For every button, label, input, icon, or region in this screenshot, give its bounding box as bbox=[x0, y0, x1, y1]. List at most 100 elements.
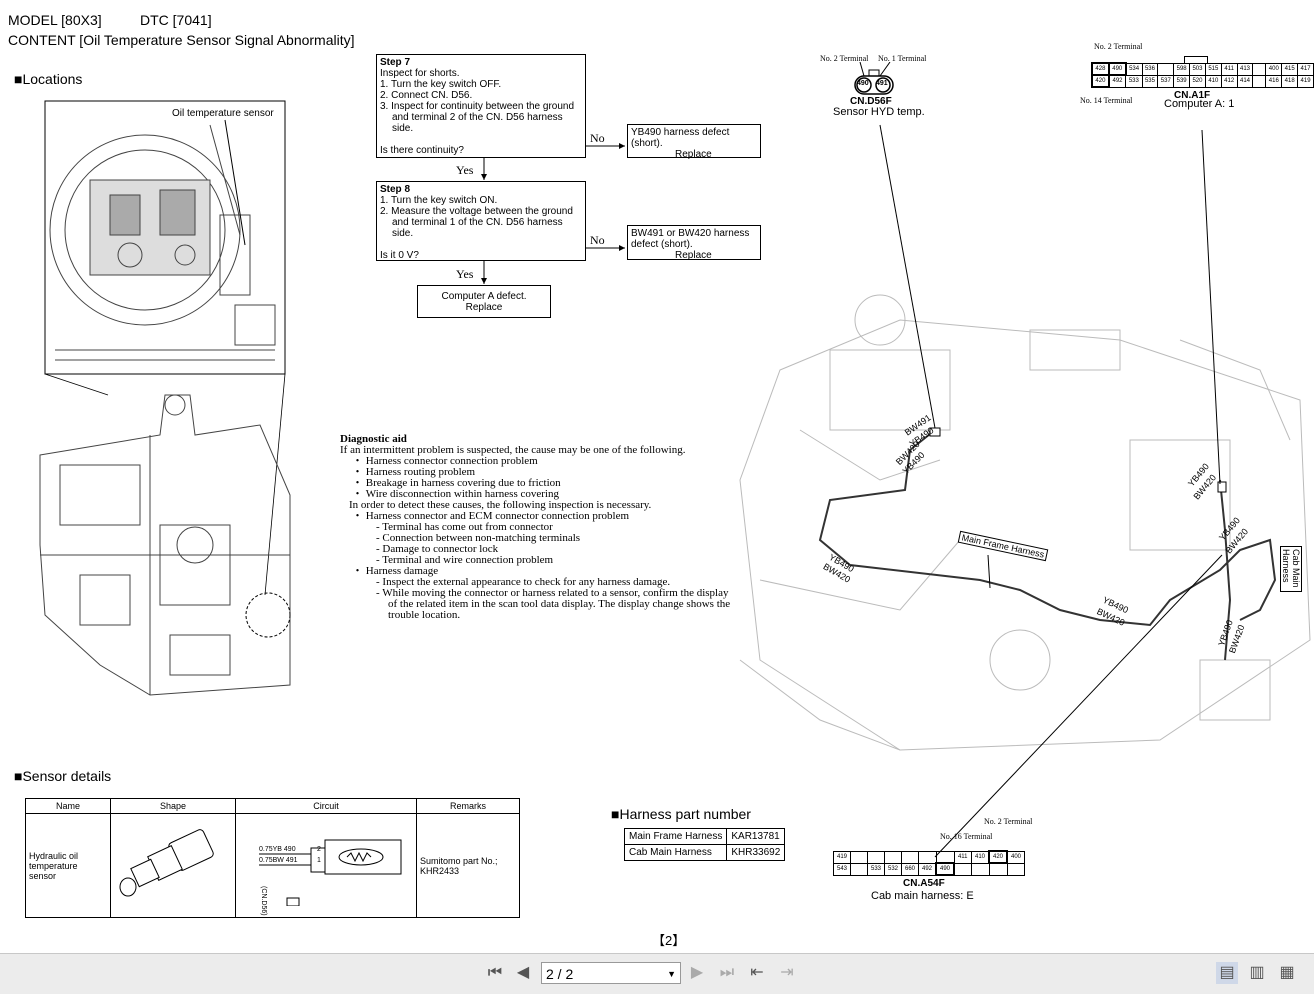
sensor-remarks: Sumitomo part No.; KHR2433 bbox=[416, 813, 520, 918]
a54-connector-desc: Cab main harness: E bbox=[871, 890, 974, 902]
connector-pin: 503 bbox=[1189, 62, 1206, 76]
diag-line: - Damage to connector lock bbox=[376, 543, 499, 555]
page-number-value: 2 / 2 bbox=[546, 966, 574, 982]
connector-pin bbox=[901, 850, 919, 864]
no-label: No bbox=[590, 131, 605, 145]
sensor-name: Hydraulic oil temperature sensor bbox=[25, 813, 111, 918]
result2-line: defect (short). bbox=[631, 239, 693, 250]
result1-line: (short). bbox=[631, 138, 663, 149]
connector-pin bbox=[953, 862, 972, 876]
diag-line: trouble location. bbox=[388, 609, 461, 621]
yes-label: Yes bbox=[456, 267, 474, 281]
connector-pin: 536 bbox=[1141, 62, 1159, 76]
location-callout-label: Oil temperature sensor bbox=[172, 108, 274, 119]
final-box: Computer A defect. Replace bbox=[417, 285, 551, 318]
step8-line: 1. Turn the key switch ON. bbox=[380, 195, 498, 206]
diag-line: - Connection between non-matching termin… bbox=[376, 532, 581, 544]
yes-label: Yes bbox=[456, 163, 474, 177]
prev-page-icon[interactable]: ◀ bbox=[516, 964, 530, 981]
diag-line: In order to detect these causes, the fol… bbox=[349, 499, 652, 511]
connector-pin: 537 bbox=[1157, 74, 1175, 88]
connector-pin bbox=[988, 862, 1008, 876]
last-page-icon[interactable]: ⏭ bbox=[719, 964, 735, 981]
d56-pin: 491 bbox=[876, 80, 888, 87]
dtc-label: DTC [7041] bbox=[140, 12, 212, 28]
sensor-details-heading: ■Sensor details bbox=[14, 768, 112, 784]
harness-routing-drawing bbox=[739, 294, 1311, 751]
circuit-wire2: 0.75BW 491 bbox=[259, 856, 298, 864]
step7-line: 1. Turn the key switch OFF. bbox=[380, 79, 502, 90]
connector-pin: 428 bbox=[1091, 62, 1110, 76]
connector-pin: 411 bbox=[1220, 62, 1238, 76]
connector-pin: 400 bbox=[1265, 62, 1283, 76]
diag-line: of the related item in the scan tool dat… bbox=[388, 598, 731, 610]
sensor-circuit-cell: 0.75YB 490 0.75BW 491 2 1 (CN.D56) bbox=[235, 813, 417, 918]
connector-pin bbox=[1006, 862, 1025, 876]
connector-pin bbox=[850, 850, 868, 864]
sensor-shape-cell bbox=[110, 813, 236, 918]
connector-pin bbox=[971, 862, 990, 876]
diag-line: ・ Harness routing problem bbox=[352, 466, 476, 478]
next-page-icon[interactable]: ▶ bbox=[690, 964, 704, 981]
connector-pin: 410 bbox=[1204, 74, 1222, 88]
two-page-view-icon[interactable]: ▦ bbox=[1279, 964, 1295, 981]
connector-pin: 660 bbox=[901, 862, 919, 876]
d56-connector-desc: Sensor HYD temp. bbox=[833, 106, 925, 118]
result2-line: BW491 or BW420 harness bbox=[631, 228, 750, 239]
flow-arrows bbox=[481, 143, 625, 284]
connector-pin: 534 bbox=[1125, 62, 1143, 76]
diag-line: If an intermittent problem is suspected,… bbox=[340, 444, 686, 456]
connector-pin: 515 bbox=[1204, 62, 1222, 76]
page-number-select[interactable]: 2 / 2 ▼ bbox=[541, 962, 681, 984]
result2-action: Replace bbox=[675, 250, 712, 261]
connector-pin: 520 bbox=[1189, 74, 1206, 88]
a1-latch bbox=[1184, 56, 1208, 63]
connector-leader-lines bbox=[879, 124, 1223, 858]
circuit-connector-name: (CN.D56) bbox=[260, 885, 267, 916]
d56-connector-name: CN.D56F bbox=[850, 96, 892, 107]
connector-pin: 410 bbox=[971, 850, 990, 864]
a1-terminal2-label: No. 2 Terminal bbox=[1094, 42, 1143, 51]
d56-terminal1-label: No. 1 Terminal bbox=[878, 54, 927, 63]
result1-action: Replace bbox=[675, 149, 712, 160]
step8-title: Step 8 bbox=[380, 184, 411, 195]
next-view-icon[interactable]: ⇥ bbox=[780, 964, 794, 981]
result1-box: YB490 harness defect (short). Replace bbox=[627, 124, 761, 160]
diag-line: ・ Harness damage bbox=[352, 565, 439, 577]
step7-title: Step 7 bbox=[380, 57, 411, 68]
machine-location-drawing bbox=[39, 100, 291, 696]
harness-part-heading: ■Harness part number bbox=[611, 806, 751, 822]
diag-line: - Terminal and wire connection problem bbox=[376, 554, 554, 566]
harness-part: KHR33692 bbox=[726, 844, 786, 861]
a1-connector-name: CN.A1F bbox=[1174, 90, 1211, 101]
result1-line: YB490 harness defect bbox=[631, 127, 730, 138]
connector-pin: 414 bbox=[1236, 74, 1254, 88]
connector-pin: 492 bbox=[1108, 74, 1127, 88]
sensor-shape-image bbox=[119, 828, 214, 896]
chevron-down-icon: ▼ bbox=[667, 969, 676, 979]
cab-main-harness-label: Cab Main Harness bbox=[1280, 546, 1302, 592]
a1-terminal14-label: No. 14 Terminal bbox=[1080, 96, 1133, 105]
a54-terminal16-label: No. 16 Terminal bbox=[940, 832, 993, 841]
previous-view-icon[interactable]: ⇤ bbox=[750, 964, 764, 981]
step7-line: 2. Connect CN. D56. bbox=[380, 90, 473, 101]
connector-pin: 419 bbox=[1297, 74, 1314, 88]
connector-pin bbox=[1252, 62, 1267, 76]
d56-pin: 490 bbox=[857, 80, 869, 87]
first-page-icon[interactable]: ⏮ bbox=[487, 964, 503, 981]
connector-pin: 598 bbox=[1173, 62, 1191, 76]
harness-name: Cab Main Harness bbox=[623, 844, 728, 861]
circuit-pin1: 1 bbox=[317, 856, 321, 864]
connector-pin: 420 bbox=[988, 850, 1008, 864]
connector-pin: 416 bbox=[1265, 74, 1283, 88]
connector-pin: 533 bbox=[867, 862, 885, 876]
diagnostic-aid-title: Diagnostic aid bbox=[340, 433, 407, 445]
diag-line: - Terminal has come out from connector bbox=[376, 521, 553, 533]
single-page-view-icon[interactable]: ▤ bbox=[1216, 962, 1238, 984]
table-header: Circuit bbox=[235, 798, 417, 814]
step8-question: Is it 0 V? bbox=[380, 250, 419, 261]
continuous-view-icon[interactable]: ▥ bbox=[1249, 964, 1265, 981]
connector-pin: 413 bbox=[1236, 62, 1254, 76]
